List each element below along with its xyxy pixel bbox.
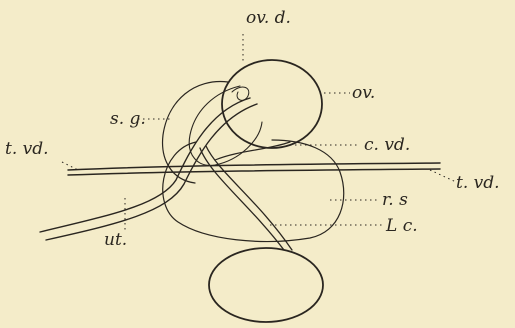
- lower-duct-b: [205, 145, 293, 251]
- inner-loop-outline: [188, 85, 263, 166]
- label-r-s: r. s: [382, 190, 408, 210]
- leader-t-vd-left: [61, 161, 79, 171]
- label-c-vd: c. vd.: [364, 135, 411, 155]
- label-l-c: L c.: [386, 216, 418, 236]
- lower-duct-a: [199, 147, 285, 251]
- vas-deferens-top: [67, 162, 441, 171]
- label-ut: ut.: [104, 230, 128, 250]
- left-duct-a: [39, 97, 251, 233]
- cross-duct: [214, 141, 291, 161]
- label-ov: ov.: [352, 83, 376, 103]
- left-duct-b: [45, 103, 258, 241]
- shell-gland-outline: [161, 80, 229, 184]
- label-t-vd-right: t. vd.: [456, 173, 500, 193]
- coil-outline: [231, 86, 250, 101]
- ovary-outline: [221, 59, 323, 149]
- label-t-vd-left: t. vd.: [5, 139, 49, 159]
- leader-t-vd-right: [429, 169, 457, 183]
- vas-deferens-bottom: [67, 168, 441, 176]
- label-s-g: s. g.: [110, 109, 146, 129]
- label-ov-d: ov. d.: [246, 8, 291, 28]
- sac-outline: [162, 139, 345, 243]
- bottom-oval-outline: [208, 247, 324, 323]
